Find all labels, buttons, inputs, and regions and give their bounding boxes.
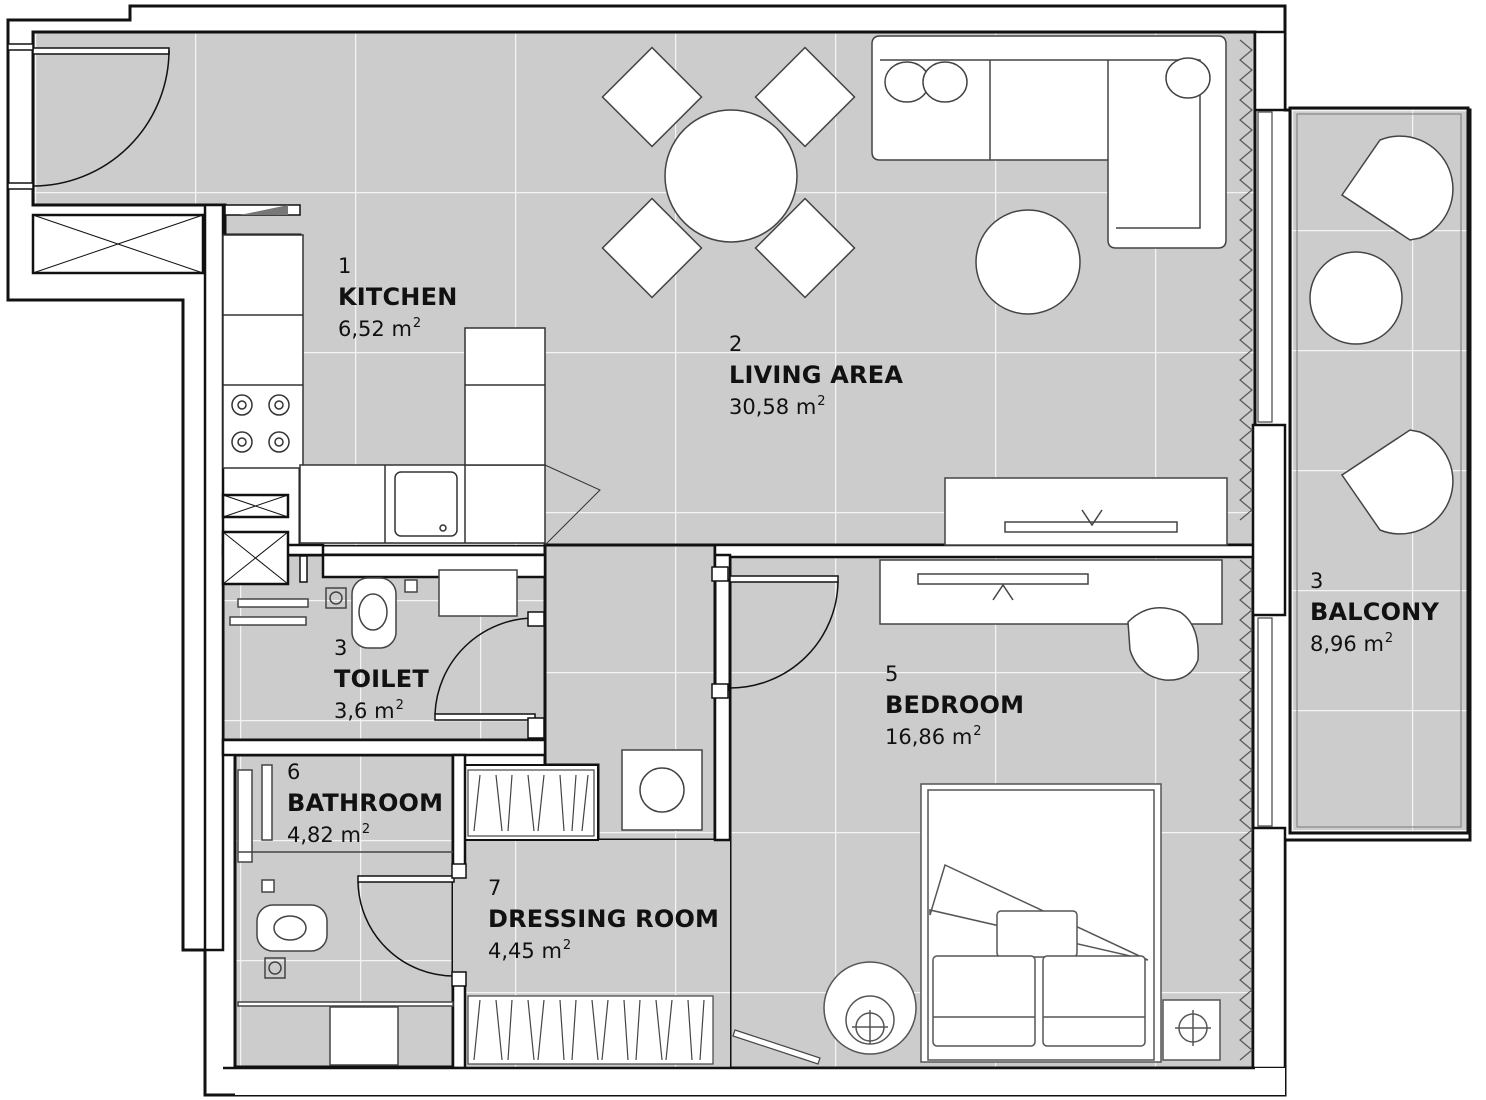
bathtub-shower [237,769,253,863]
kitchen-units [222,234,601,546]
tv [917,573,1089,585]
kitchen-door-swing [544,464,601,546]
room-name: TOILET [334,665,429,693]
cushion [922,61,968,103]
dining-chair [601,197,703,299]
balcony-table [1309,251,1403,345]
room-area: 4,45 m2 [488,938,572,963]
washbasin [438,569,518,617]
balcony-windows [1257,111,1273,827]
room-area: 4,82 m2 [287,822,371,847]
balcony-furniture [1309,135,1454,535]
dining-chair [601,46,703,148]
double-bed [823,783,1221,1063]
room-number: 3 [1310,569,1324,593]
toilet-fixtures [229,553,547,649]
washing-machine [621,749,703,831]
bedroom-door [711,566,839,699]
room-name: LIVING AREA [729,361,904,389]
room-area: 8,96 m2 [1310,631,1394,656]
dressing-room-door [357,863,467,987]
room-number: 2 [729,332,743,356]
armchair [1340,429,1454,535]
bedroom-window-bottom [732,1029,821,1065]
dining-table [664,109,798,243]
room-number: 7 [488,876,502,900]
room-area: 6,52 m2 [338,316,422,341]
cushion [1165,57,1211,99]
room-name: BEDROOM [885,691,1025,719]
room-area: 3,6 m2 [334,698,404,723]
room-label-kitchen: 1 KITCHEN 6,52 m2 [338,256,457,340]
pillow [932,955,1036,1047]
room-name: KITCHEN [338,283,458,311]
bathroom-fixtures [237,764,454,1066]
dining-chair [754,197,856,299]
bedroom-desk [879,559,1223,681]
room-number: 1 [338,254,352,278]
tv [1004,521,1178,533]
room-label-balcony: 3 BALCONY 8,96 m2 [1310,571,1439,655]
tv-unit-living [944,477,1228,546]
bedside-lamp-left [823,961,917,1055]
room-name: BALCONY [1310,598,1440,626]
washbasin [329,1006,399,1066]
room-label-bathroom: 6 BATHROOM 4,82 m2 [287,762,443,846]
desk-chair [1127,607,1199,681]
pillow [1042,955,1146,1047]
sectional-sofa [871,35,1227,315]
room-label-dressing-room: 7 DRESSING ROOM 4,45 m2 [488,878,719,962]
room-label-toilet: 3 TOILET 3,6 m2 [334,638,429,722]
coffee-table [975,209,1081,315]
room-label-bedroom: 5 BEDROOM 16,86 m2 [885,664,1024,748]
room-name: BATHROOM [287,789,444,817]
armchair [1340,135,1454,241]
room-number: 5 [885,662,899,686]
stove-burners-icon [231,394,290,453]
curtains [1239,39,1253,1061]
kitchen-island [464,327,546,466]
ventilation-shafts [31,213,308,586]
bedside-table-right [1162,999,1221,1061]
room-area: 16,86 m2 [885,724,982,749]
entrance-door [7,43,301,216]
dining-set [601,46,856,299]
toilet-door [434,611,545,739]
dining-chair [754,46,856,148]
room-number: 3 [334,636,348,660]
kitchen-sink [394,471,458,537]
room-number: 6 [287,760,301,784]
pillow [996,910,1078,958]
wardrobes [467,769,714,1065]
room-name: DRESSING ROOM [488,905,720,933]
room-area: 30,58 m2 [729,394,826,419]
room-label-living-area: 2 LIVING AREA 30,58 m2 [729,334,903,418]
